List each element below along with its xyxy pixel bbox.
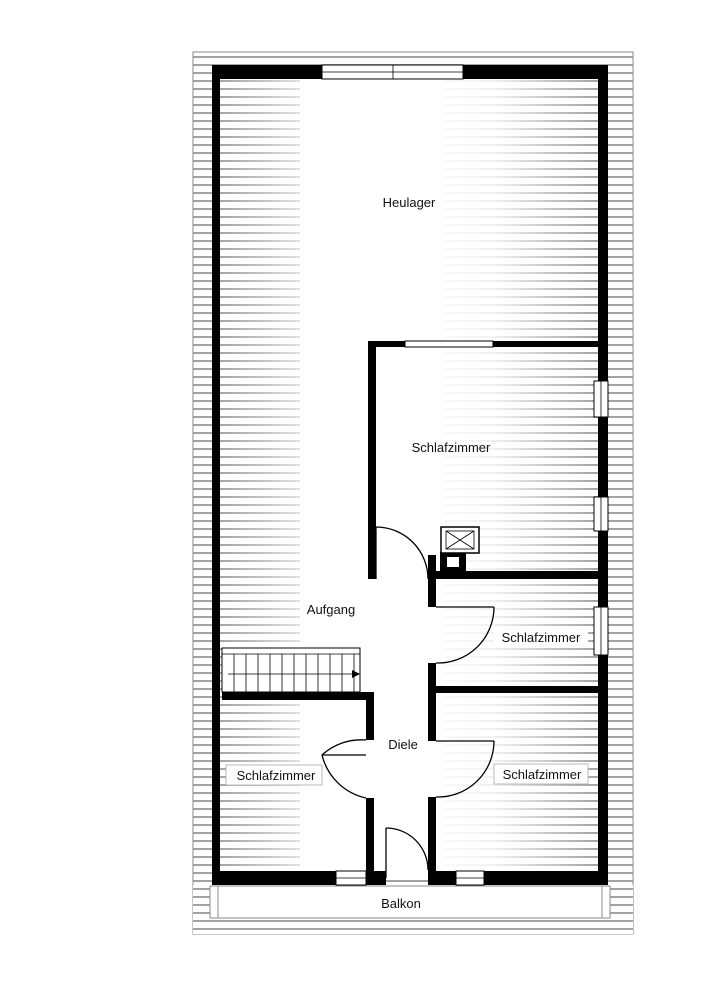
room-label-schlafzimmer-ne: Schlafzimmer	[412, 440, 491, 455]
room-label-schlafzimmer-se: Schlafzimmer	[503, 767, 582, 782]
room-label-diele: Diele	[388, 737, 418, 752]
staircase-icon	[221, 647, 361, 693]
room-label-aufgang: Aufgang	[307, 602, 355, 617]
roof-hatch	[192, 51, 634, 935]
room-label-schlafzimmer-sw: Schlafzimmer	[237, 768, 316, 783]
outer-walls	[212, 65, 608, 885]
window-schlafzimmer-ne-top	[404, 340, 494, 348]
room-label-balkon: Balkon	[381, 896, 421, 911]
room-label-schlafzimmer-e: Schlafzimmer	[502, 630, 581, 645]
label-bg-balkon	[370, 893, 432, 913]
window-right-2	[593, 496, 609, 532]
window-right-1	[593, 380, 609, 418]
window-bottom-right	[455, 870, 485, 886]
window-right-3	[593, 606, 609, 656]
label-bg-e	[494, 627, 588, 647]
room-label-heulager: Heulager	[383, 195, 436, 210]
window-top	[321, 64, 464, 80]
chimney-icon	[440, 526, 480, 571]
window-bottom-left	[335, 870, 367, 886]
door-swing-icon	[321, 526, 495, 878]
interior-walls	[222, 341, 598, 877]
label-bg-sw	[225, 764, 323, 786]
label-bg-se	[493, 763, 589, 785]
